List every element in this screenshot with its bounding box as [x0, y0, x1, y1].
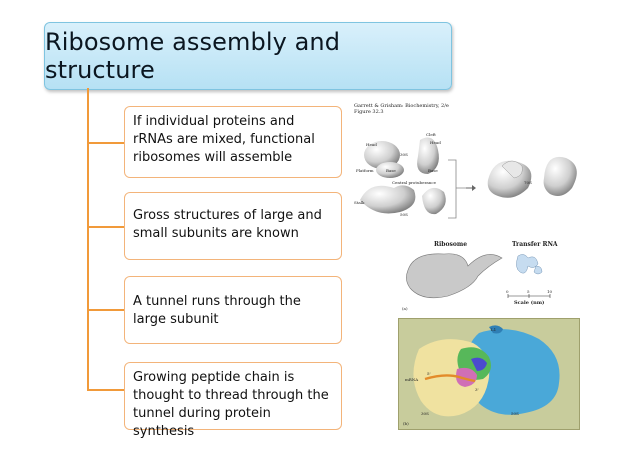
scale-label: Scale (nm)	[514, 299, 544, 306]
bullet-box-1: If individual proteins and rRNAs are mix…	[124, 106, 342, 178]
ribosome-trna-figure: Ribosome Transfer RNA (a) 0 5 10 Scale (…	[402, 241, 558, 311]
label-base: Base	[386, 168, 396, 173]
label-stalk: Stalk	[354, 200, 365, 205]
label-l1: L1	[491, 327, 496, 332]
figure-number: Figure 32.3	[354, 109, 384, 115]
ribosome-mrna-figure: L1 mRNA 30S 50S 5' 3' (b)	[398, 318, 580, 430]
scale-tick-label: 10	[547, 289, 553, 294]
bullet-box-2: Gross structures of large and small subu…	[124, 192, 342, 260]
large-subunit-shape	[360, 185, 416, 214]
ribosome-subunits-figure: Garrett & Grisham: Biochemistry, 2/e Fig…	[354, 103, 577, 219]
small-subunit-base-shape	[376, 162, 404, 178]
trna-blue	[471, 357, 487, 371]
scale-tick-label: 5	[527, 289, 530, 294]
trna-silhouette	[516, 254, 539, 274]
small-subunit-shape	[364, 141, 400, 169]
label-platform: Platform	[356, 168, 374, 173]
label-50s: 50S	[400, 212, 408, 217]
l1-region	[489, 325, 503, 334]
label-30s: 30S	[400, 152, 408, 157]
title-box: Ribosome assembly and structure	[44, 22, 452, 90]
large-subunit-50s	[464, 329, 560, 415]
mrna-strand	[424, 374, 476, 383]
scale-tick-label: 0	[506, 289, 509, 294]
label-head: Head	[366, 142, 377, 147]
trna-fragment	[533, 265, 543, 275]
figure-citation: Garrett & Grisham: Biochemistry, 2/e	[354, 103, 449, 109]
label-transfer-rna: Transfer RNA	[512, 241, 558, 248]
ribosome-silhouette	[406, 253, 503, 299]
trna-magenta	[456, 367, 477, 387]
label-base-2: Base	[428, 168, 438, 173]
label-ribosome: Ribosome	[434, 241, 467, 248]
panel-a-label: (a)	[402, 306, 408, 311]
connector-branch-1	[87, 142, 124, 144]
label-head-2: Head	[430, 140, 441, 145]
label-50s: 50S	[511, 411, 519, 416]
label-central-protuberance: Central protuberance	[392, 180, 437, 185]
ribosome-70s-top-shape	[501, 160, 523, 179]
connector-branch-4	[87, 389, 124, 391]
slide-title: Ribosome assembly and structure	[45, 28, 341, 84]
large-subunit-side-shape	[422, 187, 446, 215]
label-30s: 30S	[421, 411, 429, 416]
label-70s: 70S	[524, 180, 532, 185]
arrow-head	[472, 185, 476, 191]
connector-branch-2	[87, 226, 124, 228]
bullet-text: A tunnel runs through the large subunit	[133, 294, 301, 327]
bullet-text: Growing peptide chain is thought to thre…	[133, 370, 329, 439]
label-3-prime: 3'	[475, 387, 479, 392]
small-subunit-side-shape	[417, 137, 439, 174]
label-cleft: Cleft	[426, 132, 436, 137]
panel-b-label: (b)	[403, 421, 409, 426]
connector-vertical	[87, 88, 89, 391]
connector-branch-3	[87, 309, 124, 311]
bullet-text: Gross structures of large and small subu…	[133, 208, 322, 241]
bullet-text: If individual proteins and rRNAs are mix…	[133, 114, 315, 165]
ribosome-70s-alt-shape	[543, 156, 577, 196]
label-5-prime: 5'	[427, 371, 431, 376]
bullet-box-4: Growing peptide chain is thought to thre…	[124, 362, 342, 439]
bullet-box-3: A tunnel runs through the large subunit	[124, 276, 342, 344]
bracket	[448, 159, 466, 219]
label-mrna: mRNA	[405, 377, 418, 382]
